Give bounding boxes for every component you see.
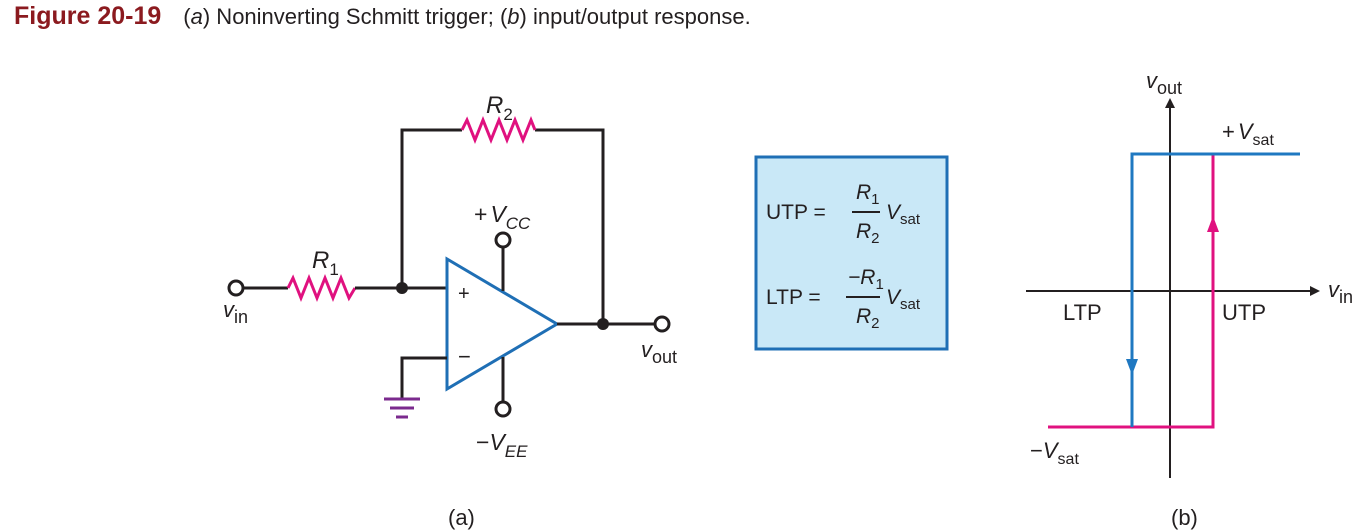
ltp-vsat: Vsat — [886, 286, 921, 313]
junction-dot-input — [396, 282, 408, 294]
utp-denominator: R2 — [856, 220, 880, 247]
r1-label: R1 — [312, 247, 339, 279]
threshold-formula-box: UTP = R1 R2 Vsat LTP = −R1 R2 Vsat — [754, 155, 949, 351]
utp-vsat: Vsat — [886, 201, 921, 228]
utp-numerator: R1 — [856, 181, 880, 208]
opamp-triangle — [445, 256, 560, 392]
figure-number: Figure 20-19 — [14, 2, 162, 30]
resistor-r1 — [286, 273, 357, 303]
vcc-label: +VCC — [474, 201, 531, 233]
neg-vsat-label: −Vsat — [1030, 438, 1079, 468]
ltp-numerator: −R1 — [848, 266, 884, 293]
pos-vsat-label: +Vsat — [1222, 119, 1274, 149]
formula-box-frame — [754, 155, 949, 351]
caption-part-a-text: Noninverting Schmitt trigger; ( — [210, 4, 508, 29]
vout-label: vout — [641, 337, 677, 367]
inverting-input-wire — [400, 356, 447, 398]
falling-arrow — [1126, 359, 1138, 375]
hysteresis-graph: vout vin +Vsat −Vsat LTP UTP (b) — [1026, 68, 1353, 530]
utp-axis-label: UTP — [1222, 300, 1266, 325]
figure-caption: Figure 20-19 (a) Noninverting Schmitt tri… — [14, 2, 751, 31]
caption-part-a-label: a — [190, 4, 203, 29]
vcc-terminal — [494, 231, 512, 249]
panel-a-label: (a) — [448, 505, 475, 530]
feedback-wire-right — [535, 128, 605, 324]
rising-arrow — [1207, 216, 1219, 232]
panel-b-label: (b) — [1171, 505, 1198, 530]
caption-part-b-label: b — [507, 4, 520, 29]
ltp-lhs: LTP = — [766, 286, 821, 309]
vin-terminal — [227, 279, 245, 297]
ltp-denominator: R2 — [856, 305, 880, 332]
rising-trace — [1048, 154, 1215, 429]
utp-lhs: UTP = — [766, 201, 826, 224]
y-axis-label: vout — [1146, 68, 1182, 98]
ltp-axis-label: LTP — [1063, 300, 1102, 325]
falling-trace — [1130, 152, 1300, 427]
vee-terminal — [494, 400, 512, 418]
caption-part-b-text: input/output response. — [526, 4, 751, 29]
schmitt-trigger-circuit: + − R2 R1 +VCC −VEE vin vout (a) — [223, 92, 677, 530]
feedback-wire-left — [400, 128, 462, 288]
x-axis-label: vin — [1328, 277, 1353, 307]
vin-label: vin — [223, 297, 248, 327]
opamp-plus-label: + — [458, 283, 470, 305]
opamp-minus-label: − — [458, 344, 471, 369]
vee-label: −VEE — [476, 429, 528, 461]
junction-dot-output — [597, 318, 609, 330]
ground-icon — [384, 397, 420, 419]
figure-caption-text: (a) Noninverting Schmitt trigger; (b) in… — [183, 4, 751, 29]
resistor-r2 — [460, 115, 537, 145]
r2-label: R2 — [486, 92, 513, 124]
vout-terminal — [653, 315, 671, 333]
